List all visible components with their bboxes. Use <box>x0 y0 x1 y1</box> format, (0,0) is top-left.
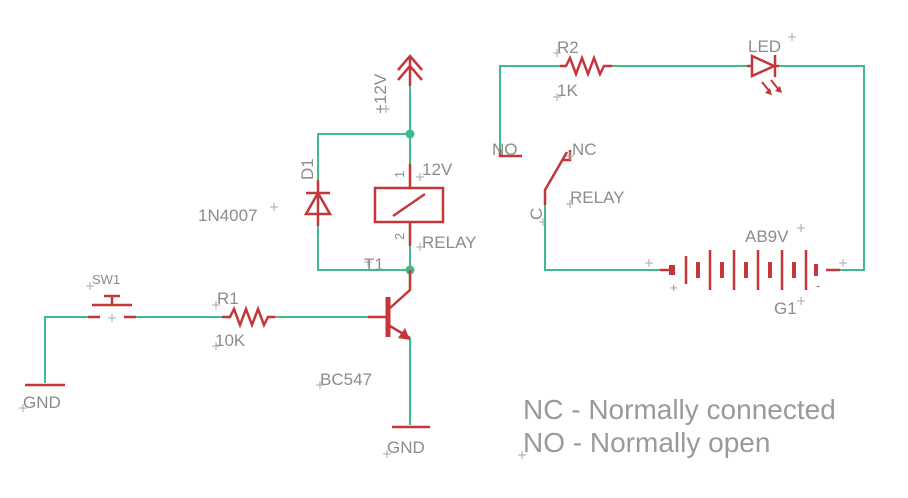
relay-switch-name-label: RELAY <box>570 188 625 207</box>
wire-led-to-battery <box>779 65 865 271</box>
led-symbol <box>747 54 782 95</box>
r2-value-label: 1K <box>557 81 578 100</box>
resistor-r2-symbol <box>560 54 612 78</box>
battery-g1-symbol <box>660 250 840 290</box>
relay-pin1-label: 1 <box>392 171 407 178</box>
wire-gnd-left-switch <box>44 316 88 383</box>
relay-coil-name-label: RELAY <box>422 233 477 252</box>
note-nc: NC - Normally connected <box>523 394 836 425</box>
t1-name-label: T1 <box>364 255 384 274</box>
resistor-r1-symbol <box>222 305 275 329</box>
d1-value-label: 1N4007 <box>198 206 258 225</box>
wire-diode-branch <box>317 133 410 271</box>
battery-name-label: G1 <box>774 299 797 318</box>
nc-contact-label: NC <box>572 140 597 159</box>
gnd-mid-label: GND <box>387 438 425 457</box>
led-name-label: LED <box>748 37 781 56</box>
transistor-t1-symbol <box>368 270 412 340</box>
supply-arrow-icon <box>397 54 423 86</box>
r2-name-label: R2 <box>557 38 579 57</box>
battery-plus-label: + <box>670 280 678 295</box>
junction-top <box>405 129 415 139</box>
r1-name-label: R1 <box>217 289 239 308</box>
relay-pin2-label: 2 <box>392 233 407 240</box>
d1-name-label: D1 <box>298 158 317 180</box>
note-no: NO - Normally open <box>523 427 770 458</box>
r1-value-label: 10K <box>215 331 246 350</box>
wire-no-to-r2 <box>499 65 560 150</box>
relay-coil-symbol <box>373 164 445 246</box>
battery-value-label: AB9V <box>745 227 789 246</box>
diode-d1-symbol <box>303 180 333 226</box>
no-contact-label: NO <box>492 140 518 159</box>
gnd-left-label: GND <box>23 393 61 412</box>
wire-common-to-battery <box>544 205 660 271</box>
relay-coil-voltage-label: 12V <box>422 160 453 179</box>
t1-value-label: BC547 <box>320 370 372 389</box>
origin-markers <box>19 33 847 459</box>
supply-label: +12V <box>371 73 390 114</box>
battery-minus-label: - <box>816 278 820 293</box>
c-contact-label: C <box>527 208 546 220</box>
pushbutton-sw1-symbol <box>88 294 136 319</box>
sw1-name-label: SW1 <box>92 272 120 287</box>
wires <box>44 65 865 425</box>
